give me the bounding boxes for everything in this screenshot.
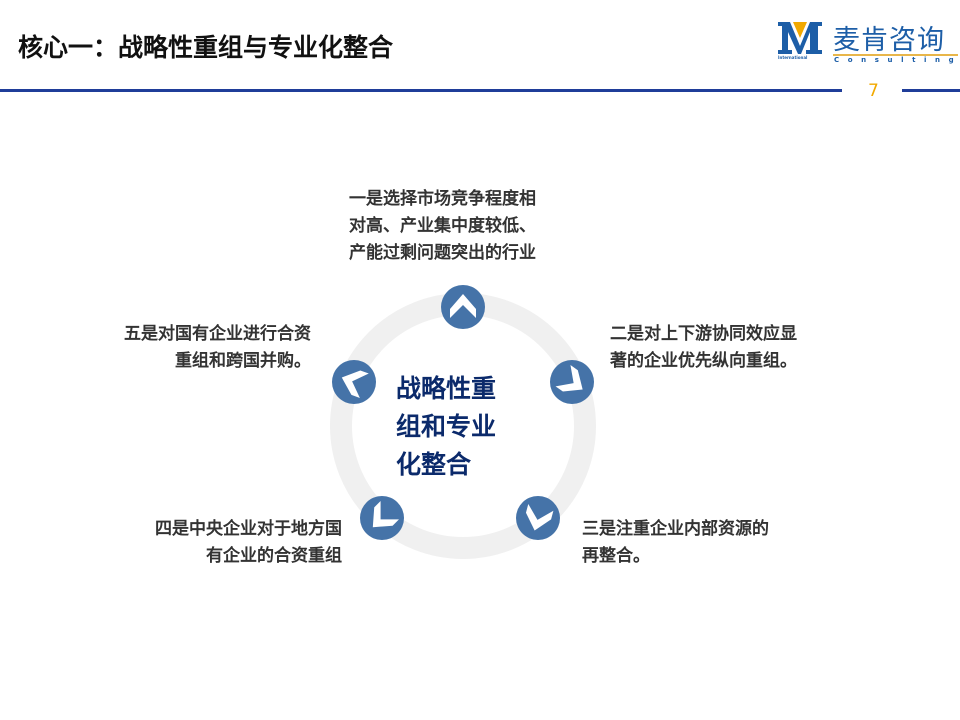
label-line: 三是注重企业内部资源的 — [582, 519, 769, 539]
logo-name-en: Consulting — [834, 56, 960, 64]
label-line: 一是选择市场竞争程度相 — [349, 189, 536, 209]
center-line: 化整合 — [396, 450, 472, 479]
header-rule-left — [0, 89, 842, 92]
chevron-icon — [450, 294, 476, 318]
node-1 — [441, 285, 485, 329]
label-line: 产能过剩问题突出的行业 — [349, 243, 536, 263]
chevron-icon — [341, 370, 369, 398]
center-line: 战略性重 — [396, 374, 497, 403]
company-logo: International 麦肯咨询 Consulting — [778, 20, 958, 65]
label-line: 五是对国有企业进行合资 — [124, 324, 311, 344]
node-2 — [550, 360, 594, 404]
logo-divider — [833, 54, 958, 56]
item-2-label: 二是对上下游协同效应显 著的企业优先纵向重组。 — [610, 321, 797, 375]
chevron-icon — [555, 365, 583, 392]
page-title: 核心一：战略性重组与专业化整合 — [18, 33, 394, 62]
label-line: 著的企业优先纵向重组。 — [610, 351, 797, 371]
chevron-icon — [525, 504, 554, 531]
item-5-label: 五是对国有企业进行合资 重组和跨国并购。 — [99, 321, 311, 375]
label-line: 四是中央企业对于地方国 — [155, 519, 342, 539]
label-line: 有企业的合资重组 — [206, 546, 342, 566]
logo-m-icon — [778, 22, 822, 54]
chevron-icon — [372, 501, 399, 528]
node-3 — [516, 496, 560, 540]
logo-international: International — [778, 55, 808, 60]
label-line: 再整合。 — [582, 546, 650, 566]
node-5 — [332, 360, 376, 404]
item-4-label: 四是中央企业对于地方国 有企业的合资重组 — [130, 516, 342, 570]
label-line: 二是对上下游协同效应显 — [610, 324, 797, 344]
label-line: 重组和跨国并购。 — [175, 351, 311, 371]
item-3-label: 三是注重企业内部资源的 再整合。 — [582, 516, 769, 570]
logo-name-cn: 麦肯咨询 — [833, 25, 945, 56]
page-number: 7 — [868, 81, 879, 101]
center-line: 组和专业 — [396, 412, 497, 441]
center-title: 战略性重 组和专业 化整合 — [396, 370, 526, 484]
header-rule-right — [902, 89, 960, 92]
item-1-label: 一是选择市场竞争程度相 对高、产业集中度较低、 产能过剩问题突出的行业 — [349, 186, 536, 267]
label-line: 对高、产业集中度较低、 — [349, 216, 536, 236]
node-4 — [360, 496, 404, 540]
